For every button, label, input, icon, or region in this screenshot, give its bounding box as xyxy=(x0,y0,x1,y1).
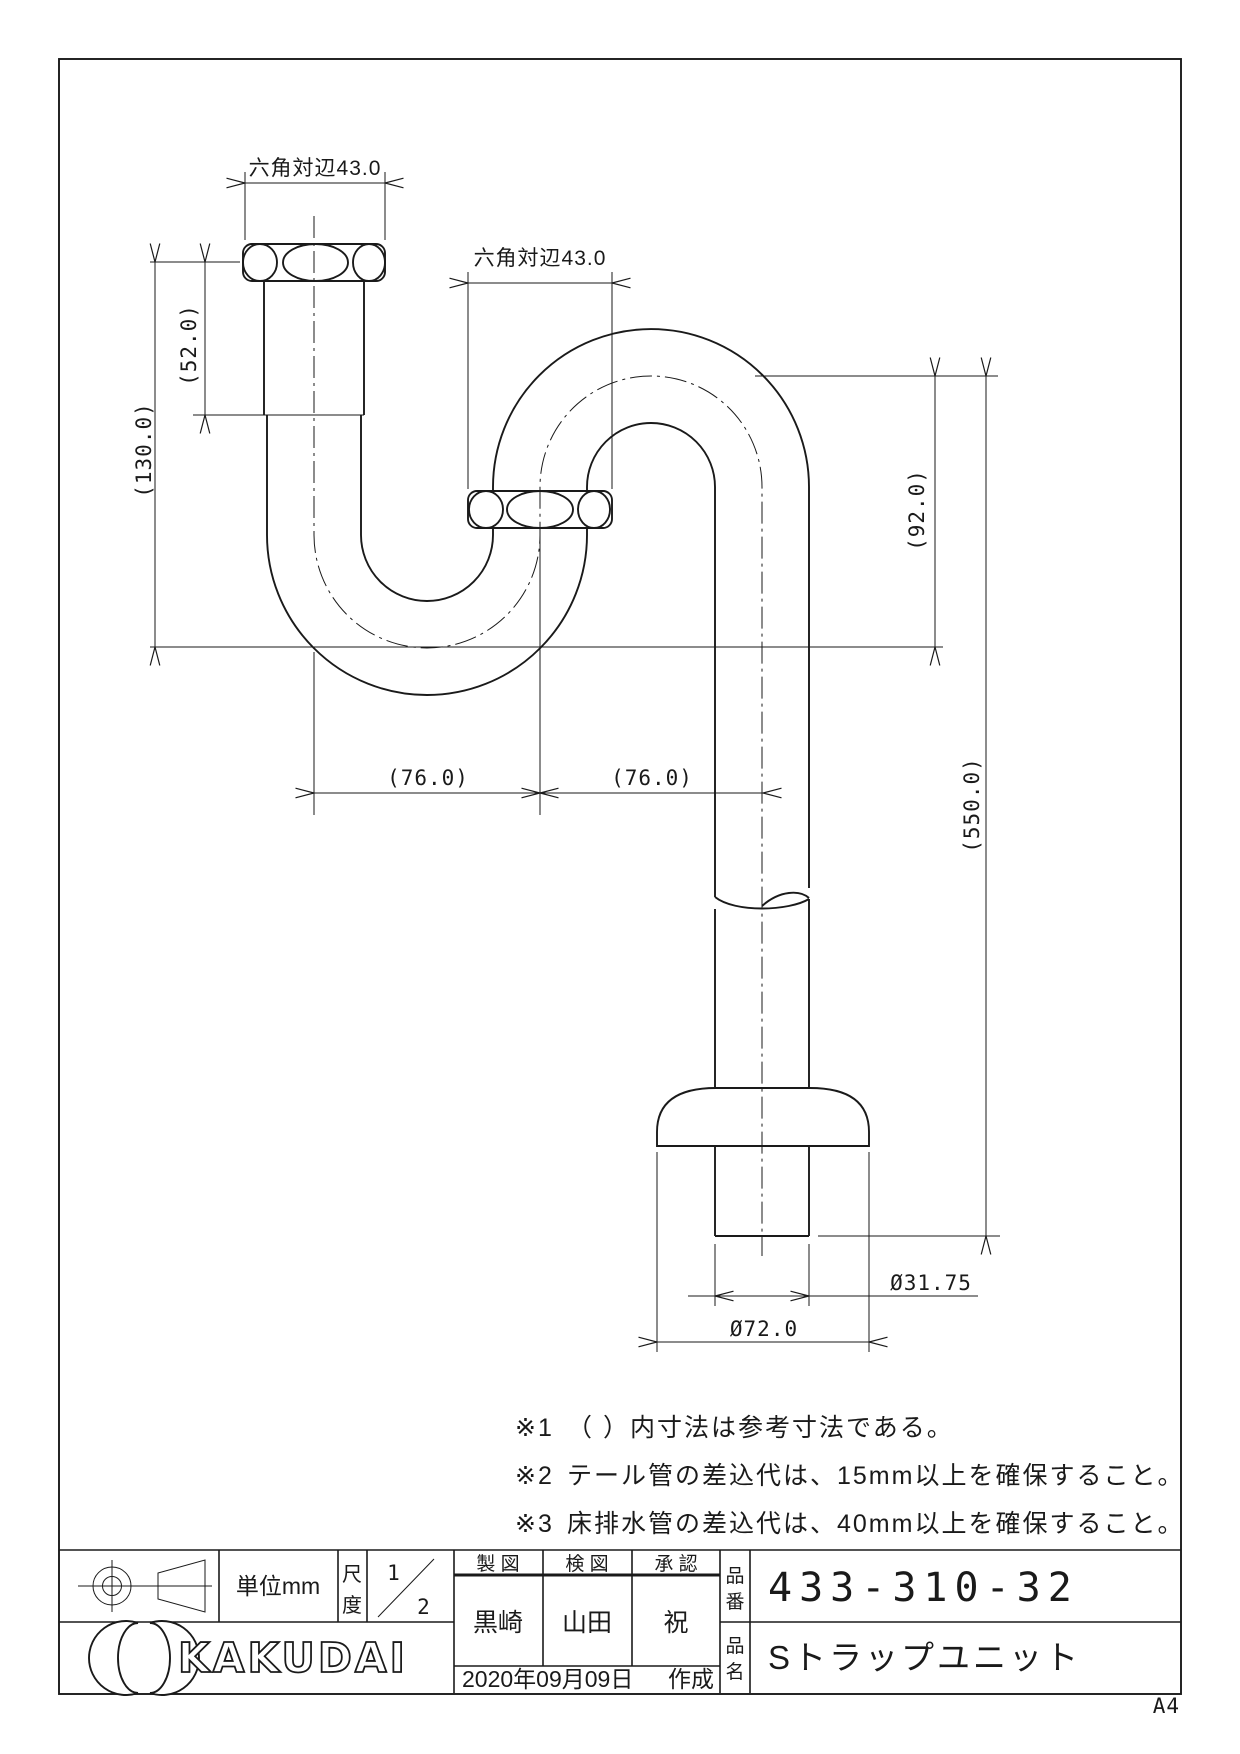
dim-label-76-left: (76.0) xyxy=(387,766,469,790)
note-3-marker: ※3 xyxy=(515,1510,554,1538)
column-draft-header: 製 図 xyxy=(476,1553,519,1575)
drafter-name: 黒崎 xyxy=(473,1609,523,1637)
dim-label-hex-mid: 六角対辺43.0 xyxy=(474,247,607,270)
floor-flange xyxy=(656,1087,870,1147)
note-1-text: （ ）内寸法は参考寸法である。 xyxy=(567,1414,954,1442)
dim-label-dia72: Ø72.0 xyxy=(730,1317,798,1341)
scale-label-char-2: 度 xyxy=(342,1594,362,1617)
kakudai-logo-text: KAKUDAI xyxy=(178,1634,408,1682)
note-2-text: テール管の差込代は、15mm以上を確保すること。 xyxy=(567,1462,1184,1490)
paper-size-label: A4 xyxy=(1153,1694,1180,1718)
title-block: 単位mm 尺 度 1 2 製 図 検 図 承 認 黒崎 山田 祝 2020年09… xyxy=(59,1549,1181,1696)
part-name-label-char-1: 品 xyxy=(725,1636,744,1657)
column-check-header: 検 図 xyxy=(565,1553,608,1575)
part-number: 433-310-32 xyxy=(768,1565,1079,1611)
pipe-break-upper-arc xyxy=(761,891,810,907)
kakudai-logo-mark-left xyxy=(88,1620,139,1696)
projection-symbol xyxy=(78,1559,212,1613)
created-label: 作成 xyxy=(668,1666,714,1692)
kakudai-logo-mark-right xyxy=(149,1620,200,1696)
dim-label-76-right: (76.0) xyxy=(611,766,693,790)
pipe-outline-a xyxy=(266,415,716,897)
s-trap-part xyxy=(242,216,870,1256)
scale-denominator: 2 xyxy=(417,1595,431,1619)
dim-label-130: (130.0) xyxy=(132,402,156,498)
hex-nut-top xyxy=(242,243,386,282)
part-no-label-char-2: 番 xyxy=(725,1591,744,1613)
part-name: Sトラップユニット xyxy=(768,1639,1081,1676)
dim-label-550: (550.0) xyxy=(960,757,984,853)
part-name-label-char-2: 名 xyxy=(725,1661,744,1683)
kakudai-logo: KAKUDAI xyxy=(88,1620,408,1696)
dim-label-52: (52.0) xyxy=(177,304,201,386)
note-3-text: 床排水管の差込代は、40mm以上を確保すること。 xyxy=(567,1510,1184,1538)
dim-label-hex-top: 六角対辺43.0 xyxy=(249,157,382,180)
note-1-marker: ※1 xyxy=(515,1414,554,1442)
dimensions: 六角対辺43.0 六角対辺43.0 (52.0) (130.0) (92.0) … xyxy=(132,157,1000,1352)
sheet-border xyxy=(58,58,1182,1695)
note-2-marker: ※2 xyxy=(515,1462,554,1490)
notes: ※1 （ ）内寸法は参考寸法である。 ※2 テール管の差込代は、15mm以上を確… xyxy=(515,1414,1184,1538)
creation-date: 2020年09月09日 xyxy=(462,1666,633,1692)
column-approve-header: 承 認 xyxy=(654,1553,697,1575)
scale-fraction-slash xyxy=(377,1558,435,1618)
unit-label: 単位mm xyxy=(236,1573,320,1599)
approver-name: 祝 xyxy=(663,1609,688,1637)
pipe-outline-b xyxy=(360,328,810,888)
dim-label-dia3175: Ø31.75 xyxy=(890,1271,972,1295)
scale-label-char-1: 尺 xyxy=(342,1564,362,1586)
dim-label-92: (92.0) xyxy=(905,469,929,551)
part-no-label-char-1: 品 xyxy=(725,1566,744,1587)
checker-name: 山田 xyxy=(562,1609,612,1637)
scale-numerator: 1 xyxy=(387,1561,401,1585)
